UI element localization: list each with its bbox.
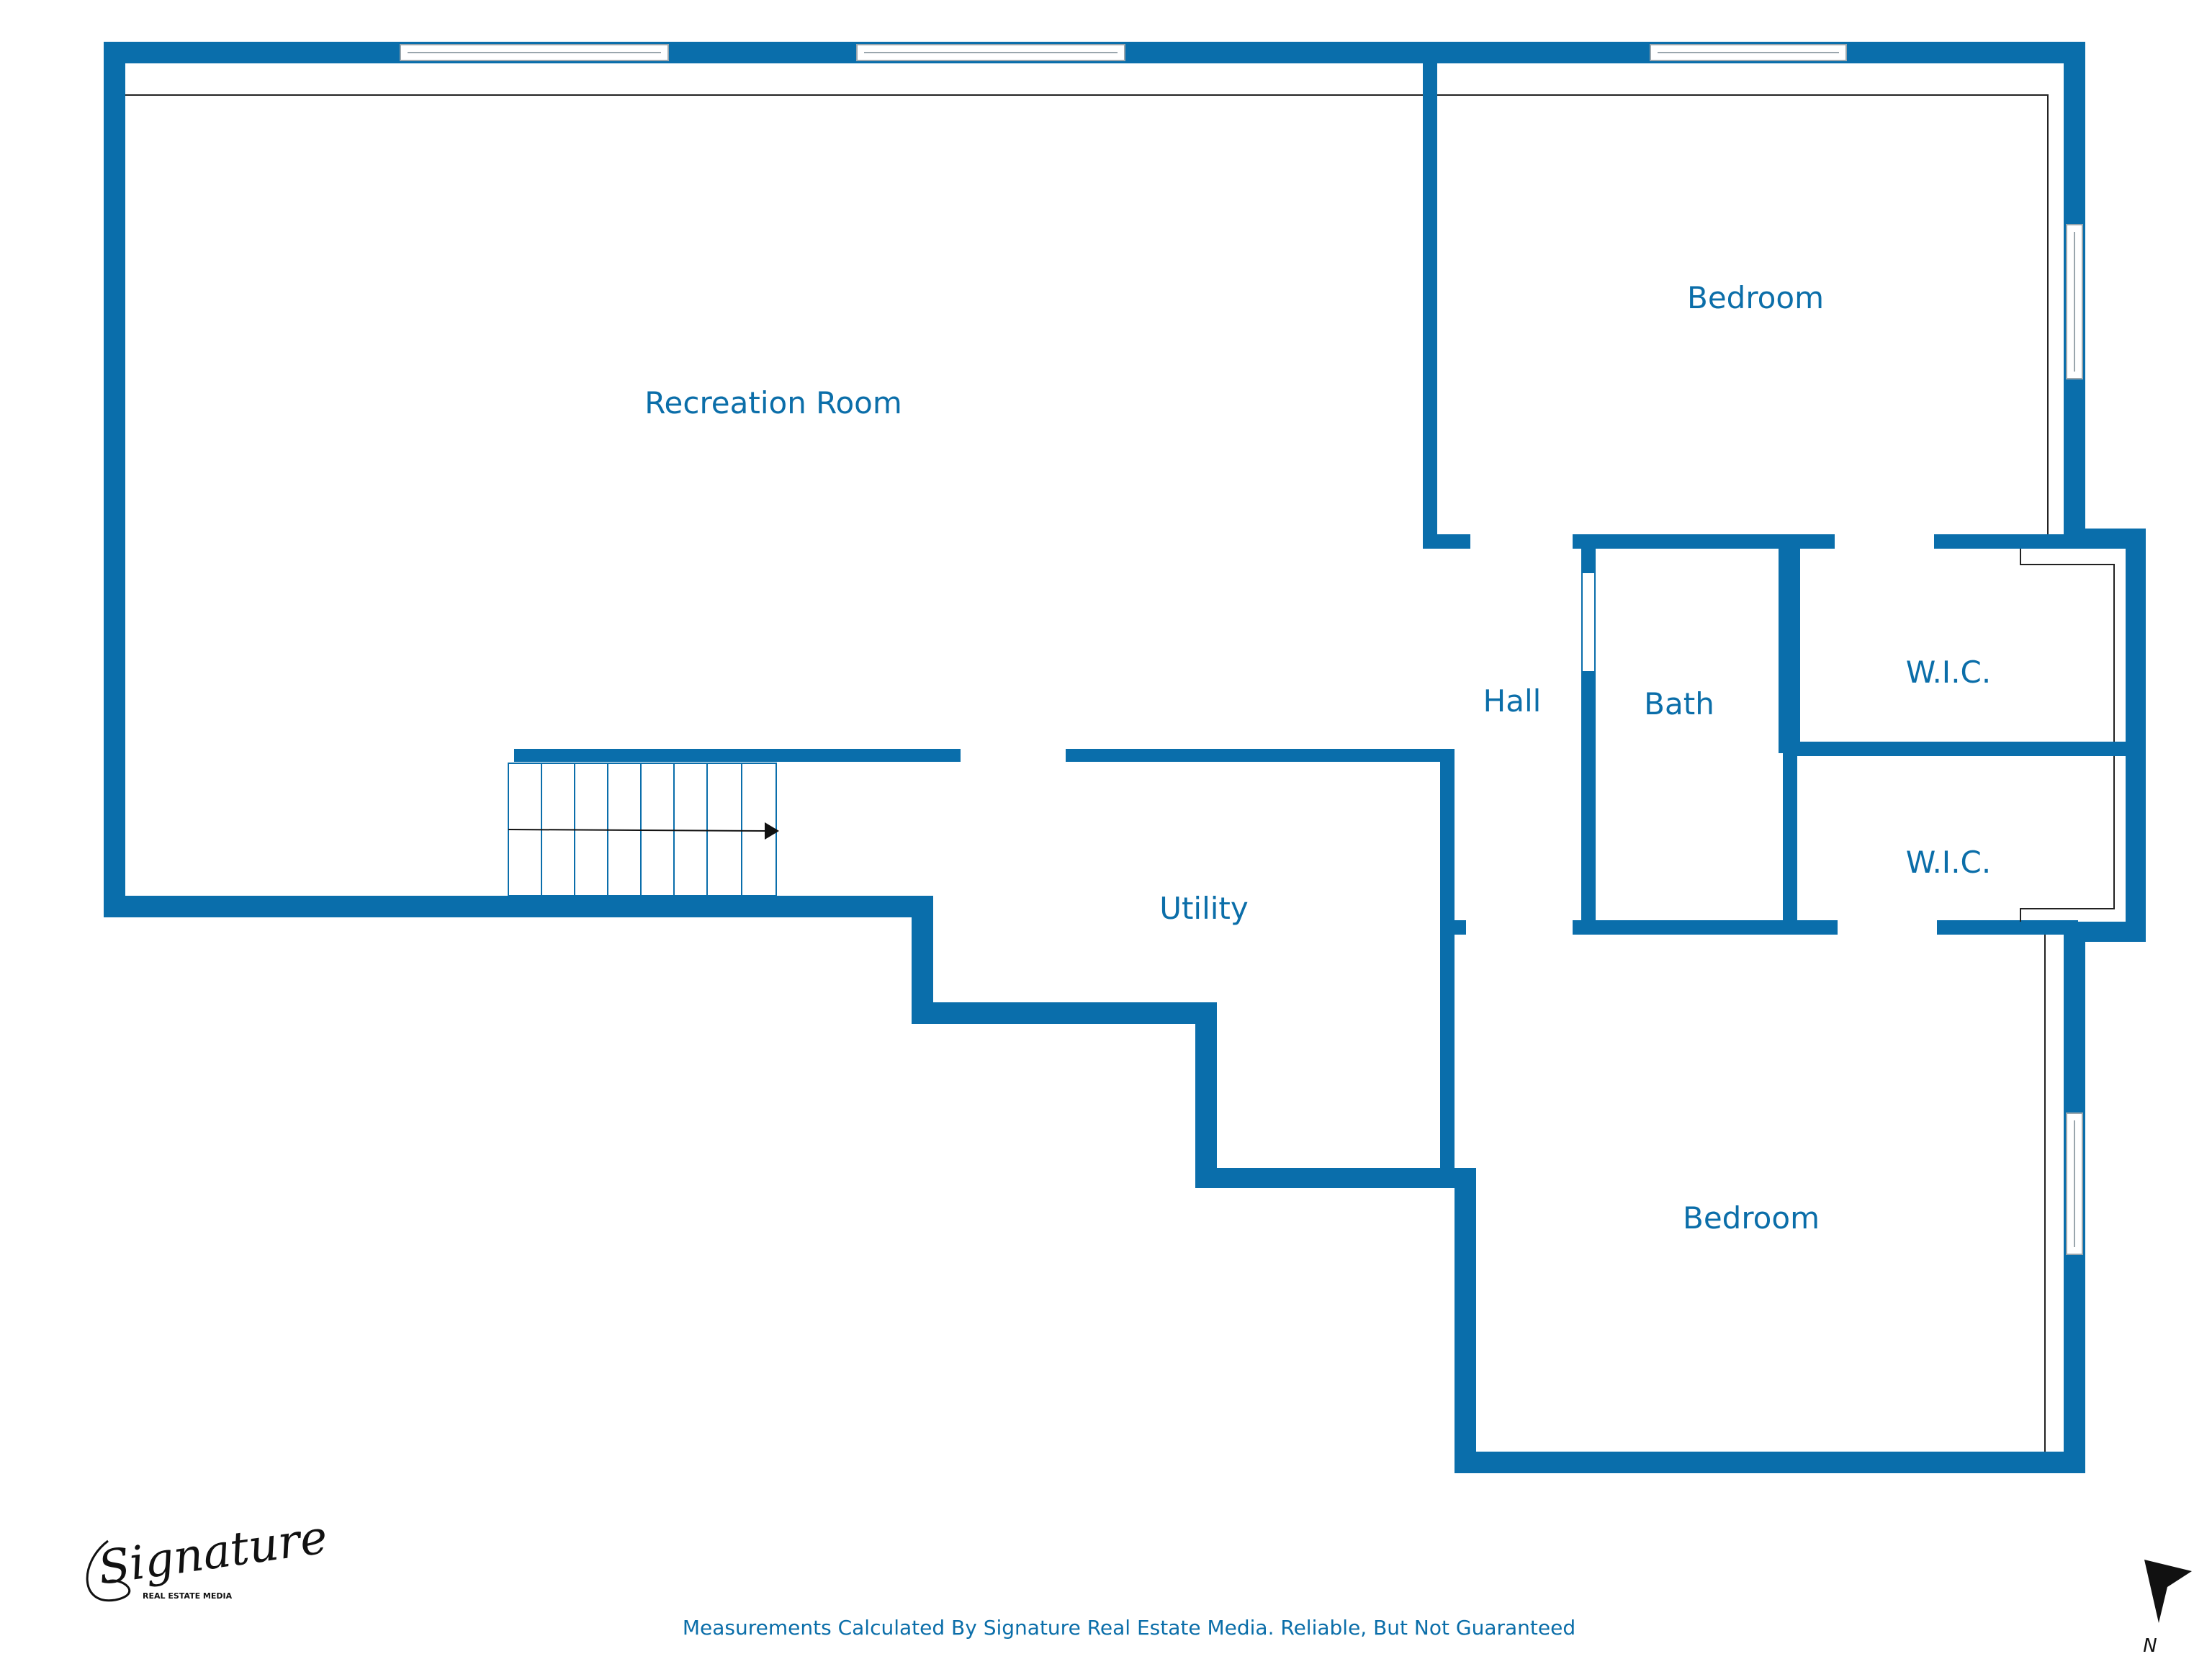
logo-subtitle: REAL ESTATE MEDIA: [143, 1591, 233, 1601]
hall-bath-doorway: [1583, 573, 1594, 671]
stair-direction-arrow-icon: [508, 829, 768, 832]
window-bedroom-top-east: [2066, 224, 2083, 379]
room-label-wic-bottom: W.I.C.: [1906, 845, 1991, 880]
north-label: N: [2143, 1635, 2157, 1657]
wall-utility-bottom: [1195, 1168, 1469, 1188]
wall-bedroom-bottom-top-c: [1937, 920, 2078, 935]
interior-lines: [125, 94, 2115, 1452]
window-rec-1: [400, 44, 669, 61]
footer-disclaimer: Measurements Calculated By Signature Rea…: [683, 1616, 1575, 1640]
logo-swash-icon: [86, 1539, 131, 1602]
staircase: [508, 763, 779, 896]
room-label-hall: Hall: [1483, 683, 1542, 719]
room-label-recreation: Recreation Room: [644, 385, 902, 421]
wall-bath-wic: [1779, 534, 1800, 753]
wall-bedroom-bottom: [1455, 1452, 2085, 1473]
wall-utility-top-a: [514, 749, 961, 762]
wall-wic-divider: [1783, 742, 2136, 756]
wall-bedroom-bottom-top-a: [1455, 920, 1466, 935]
wall-bedroom-left: [1455, 1168, 1476, 1473]
wall-utility-step2: [912, 1002, 1217, 1024]
room-label-bath: Bath: [1644, 686, 1714, 721]
room-label-wic-top: W.I.C.: [1906, 655, 1991, 690]
wall-rec-bottom: [104, 896, 933, 917]
wall-bedroom-top-bottom-c: [1934, 534, 2078, 549]
window-bedroom-bottom-east: [2066, 1112, 2083, 1255]
wall-utility-top-b: [1066, 749, 1455, 762]
room-label-bedroom-top: Bedroom: [1687, 280, 1824, 315]
wall-bath-wic-lower: [1783, 745, 1797, 933]
room-label-bedroom-bottom: Bedroom: [1683, 1200, 1820, 1236]
signature-logo: Signature REAL ESTATE MEDIA: [86, 1511, 331, 1602]
utility-doorway: [961, 749, 1066, 762]
walls: [104, 42, 2146, 1473]
window-rec-2: [856, 44, 1125, 61]
windows: [400, 44, 2083, 1255]
wall-utility-right: [1440, 749, 1455, 1174]
wall-bedroom-top-bottom-b: [1573, 534, 1835, 549]
wall-bedroom-bottom-top-b: [1573, 920, 1838, 935]
wall-left: [104, 42, 125, 917]
window-bedroom-top-north: [1650, 44, 1847, 61]
logo-script-text: Signature: [95, 1511, 331, 1596]
wall-utility-step3: [1195, 1002, 1217, 1188]
wall-bump-right: [2126, 529, 2146, 942]
stair-arrowhead-icon: [765, 822, 779, 840]
wall-bedroom-top-left: [1423, 42, 1437, 549]
wall-bedroom-top-bottom-a: [1423, 534, 1470, 549]
north-arrow-icon: [2144, 1560, 2192, 1623]
room-label-utility: Utility: [1159, 891, 1249, 926]
